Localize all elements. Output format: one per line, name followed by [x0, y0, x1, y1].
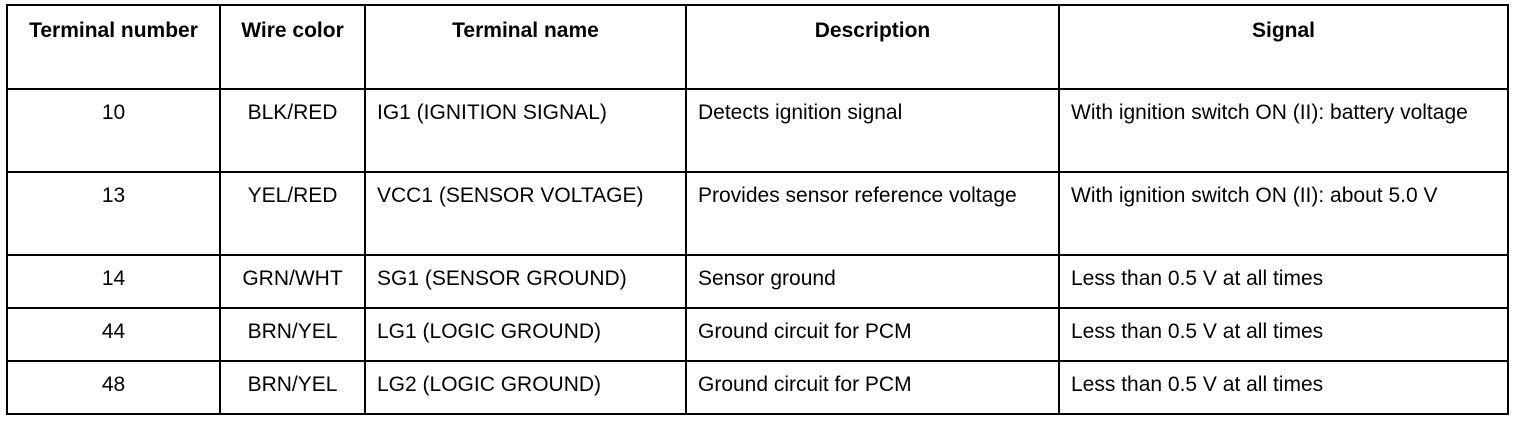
- signal-cell: Less than 0.5 V at all times: [1058, 307, 1509, 362]
- terminal-number-cell: 14: [6, 254, 221, 309]
- wire-color-cell: BLK/RED: [219, 88, 366, 173]
- description-cell: Ground circuit for PCM: [685, 307, 1060, 362]
- description-cell: Ground circuit for PCM: [685, 360, 1060, 415]
- description-cell: Detects ignition signal: [685, 88, 1060, 173]
- terminal-table: Terminal number Wire color Terminal name…: [6, 4, 1509, 415]
- description-cell: Provides sensor reference voltage: [685, 171, 1060, 256]
- header-wire-color: Wire color: [219, 4, 366, 90]
- table-row: 13 YEL/RED VCC1 (SENSOR VOLTAGE) Provide…: [6, 171, 1509, 256]
- wire-color-cell: YEL/RED: [219, 171, 366, 256]
- table-row: 44 BRN/YEL LG1 (LOGIC GROUND) Ground cir…: [6, 307, 1509, 362]
- terminal-number-cell: 44: [6, 307, 221, 362]
- header-signal: Signal: [1058, 4, 1509, 90]
- table-row: 14 GRN/WHT SG1 (SENSOR GROUND) Sensor gr…: [6, 254, 1509, 309]
- terminal-name-cell: LG2 (LOGIC GROUND): [364, 360, 687, 415]
- terminal-name-cell: IG1 (IGNITION SIGNAL): [364, 88, 687, 173]
- table-row: 48 BRN/YEL LG2 (LOGIC GROUND) Ground cir…: [6, 360, 1509, 415]
- header-description: Description: [685, 4, 1060, 90]
- signal-cell: With ignition switch ON (II): battery vo…: [1058, 88, 1509, 173]
- signal-cell: Less than 0.5 V at all times: [1058, 360, 1509, 415]
- description-cell: Sensor ground: [685, 254, 1060, 309]
- terminal-name-cell: LG1 (LOGIC GROUND): [364, 307, 687, 362]
- terminal-number-cell: 10: [6, 88, 221, 173]
- terminal-name-cell: SG1 (SENSOR GROUND): [364, 254, 687, 309]
- table-row: 10 BLK/RED IG1 (IGNITION SIGNAL) Detects…: [6, 88, 1509, 173]
- terminal-name-cell: VCC1 (SENSOR VOLTAGE): [364, 171, 687, 256]
- wire-color-cell: BRN/YEL: [219, 360, 366, 415]
- header-terminal-name: Terminal name: [364, 4, 687, 90]
- signal-cell: With ignition switch ON (II): about 5.0 …: [1058, 171, 1509, 256]
- wire-color-cell: BRN/YEL: [219, 307, 366, 362]
- terminal-number-cell: 48: [6, 360, 221, 415]
- header-row: Terminal number Wire color Terminal name…: [6, 4, 1509, 90]
- signal-cell: Less than 0.5 V at all times: [1058, 254, 1509, 309]
- terminal-number-cell: 13: [6, 171, 221, 256]
- wire-color-cell: GRN/WHT: [219, 254, 366, 309]
- header-terminal-number: Terminal number: [6, 4, 221, 90]
